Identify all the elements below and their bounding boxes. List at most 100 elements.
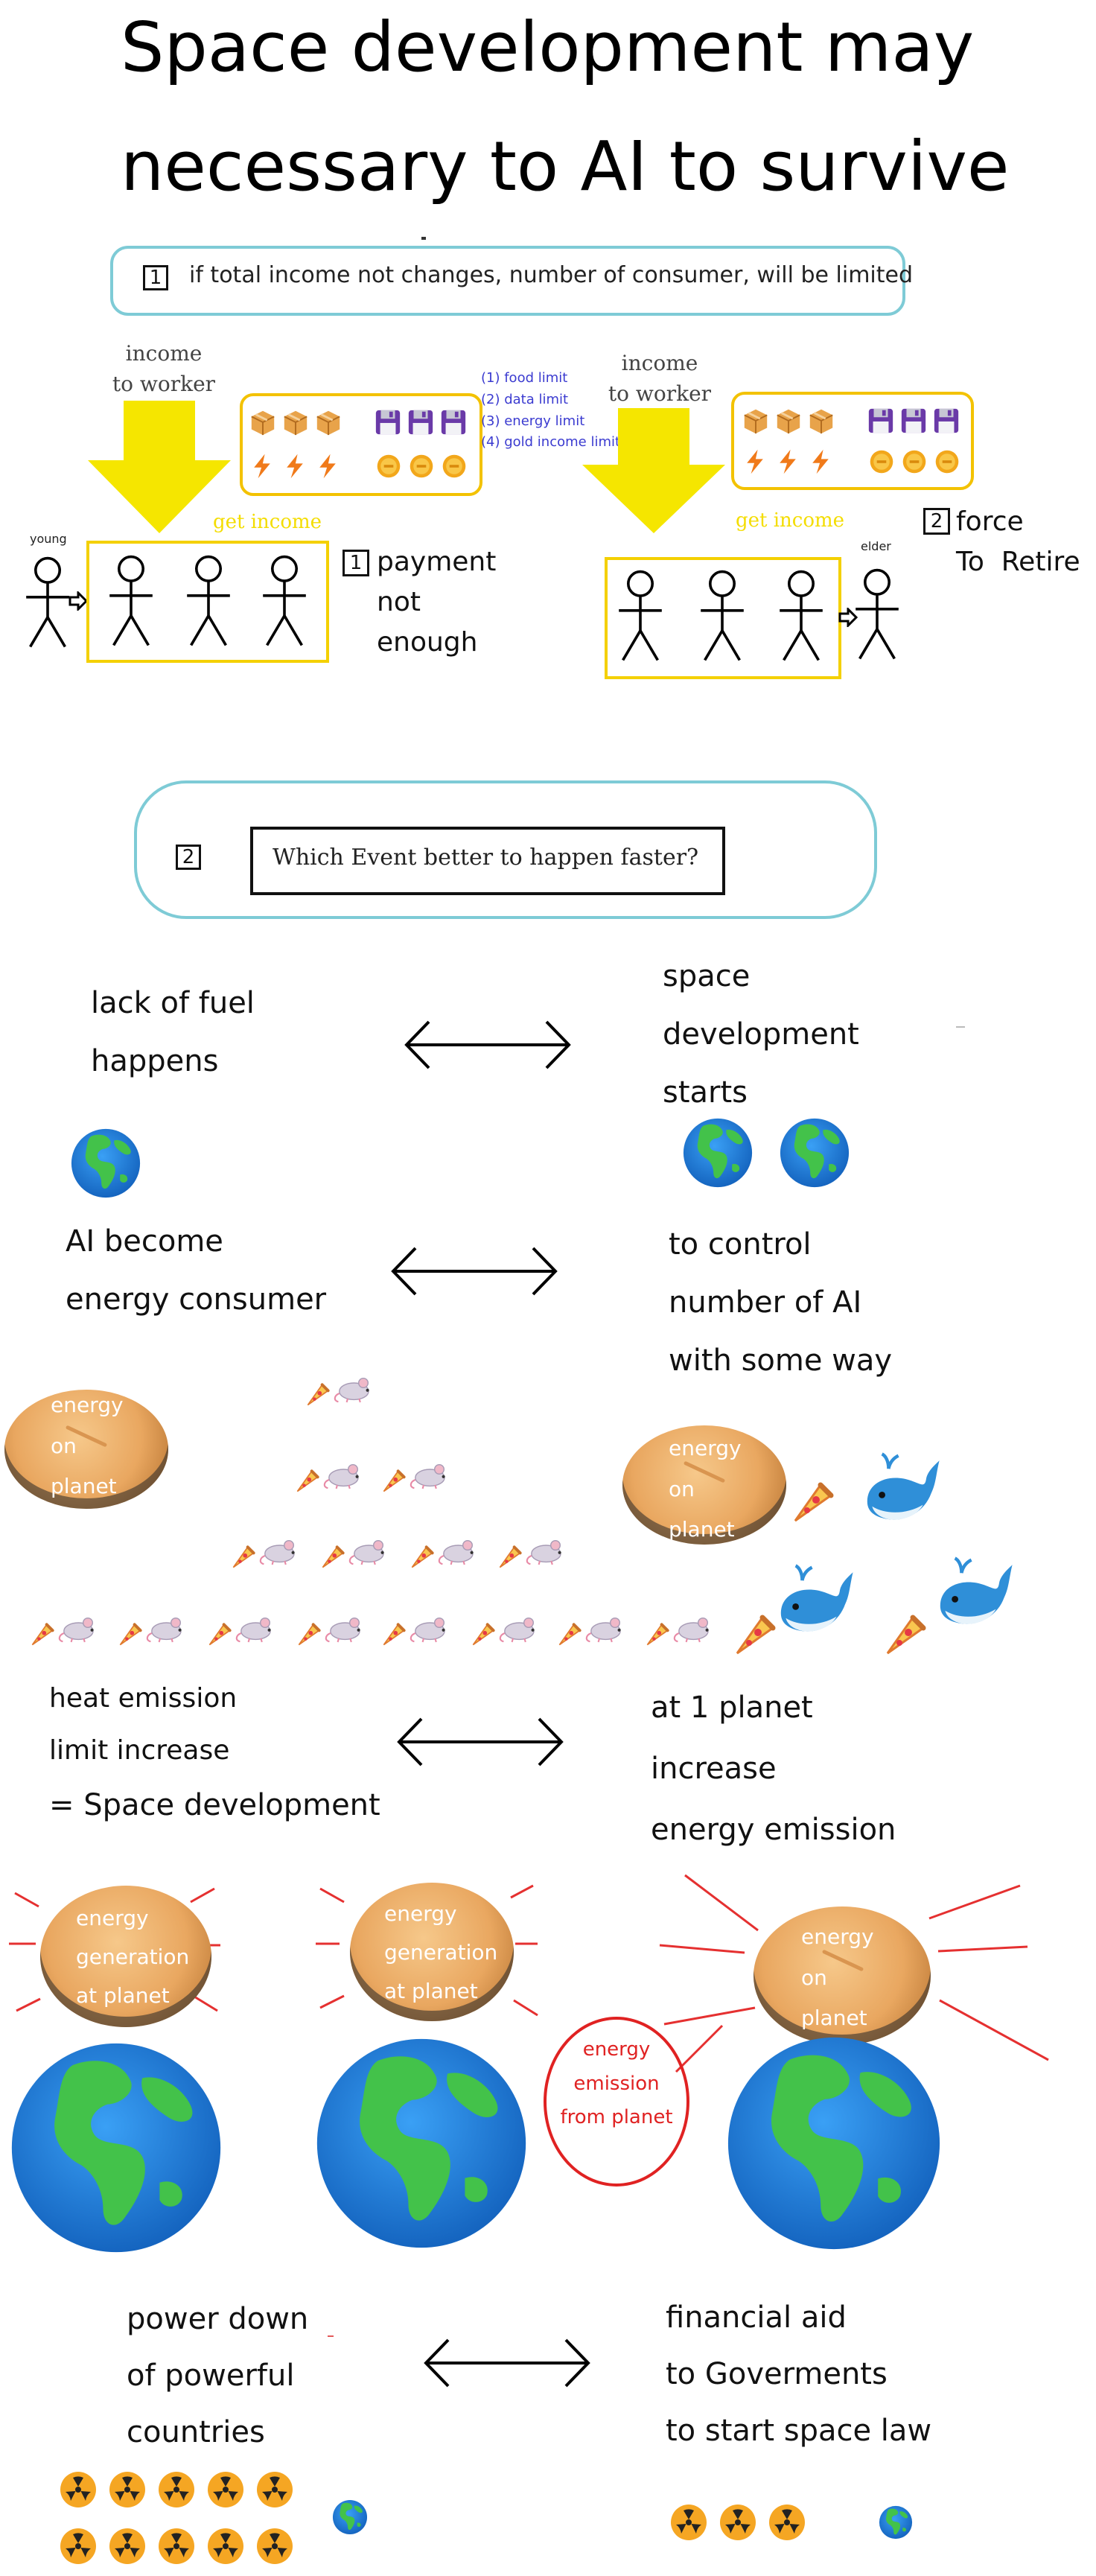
earth-globe-icon	[70, 1128, 141, 1199]
pair3-right-line2: increase	[651, 1752, 777, 1786]
retire-line1: force	[956, 506, 1024, 537]
mouse-icon	[144, 1612, 186, 1644]
floppy-disk-icon	[439, 408, 468, 436]
package-icon	[249, 408, 277, 436]
pie-right-line3: planet	[669, 1517, 735, 1542]
pair1-left-line1: lack of fuel	[91, 986, 255, 1020]
emission-label: energy emission from planet	[547, 2033, 686, 2135]
pair2-left-line2: energy consumer	[66, 1282, 327, 1317]
pie-left-line2: on	[51, 1433, 77, 1458]
elder-label: elder	[861, 539, 891, 553]
package-icon	[314, 408, 342, 436]
pair3-right-line1: at 1 planet	[651, 1691, 813, 1725]
earth-globe-icon	[724, 2033, 944, 2254]
question-number: 2	[176, 845, 201, 870]
young-label: young	[30, 532, 67, 546]
radioactive-icon	[60, 2471, 97, 2508]
gen1-line2: generation	[76, 1944, 190, 1969]
income-left-line1: income	[125, 341, 203, 366]
mouse-icon	[332, 1372, 374, 1405]
payment-text: payment not enough	[377, 542, 496, 663]
lightning-icon	[742, 448, 768, 475]
radioactive-icon	[256, 2528, 293, 2565]
mouse-icon	[258, 1534, 299, 1567]
payment-line2: not	[377, 587, 421, 617]
pizza-icon	[118, 1622, 143, 1647]
package-icon	[742, 407, 770, 435]
earth-globe-icon	[779, 1117, 850, 1189]
payment-line3: enough	[377, 627, 478, 658]
pie-right-line2: on	[669, 1476, 695, 1501]
floppy-disk-icon	[932, 407, 960, 435]
payment-line1: payment	[377, 547, 497, 577]
pie-label-left: energy on planet	[51, 1385, 124, 1507]
pair1-left: lack of fuel happens	[91, 974, 255, 1090]
limit-food: (1) food limit	[481, 370, 568, 386]
yellow-down-arrow-icon	[582, 408, 725, 533]
gold-coin-icon	[375, 453, 402, 480]
gen1-line1: energy	[76, 1906, 149, 1930]
premise-text: if total income not changes, number of c…	[189, 262, 914, 288]
radioactive-icon	[207, 2528, 244, 2565]
gold-coin-icon	[934, 448, 960, 475]
pie-icon	[4, 1390, 168, 1509]
generation-label-2: energy generation at planet	[384, 1895, 497, 2010]
limit-energy: (3) energy limit	[481, 413, 585, 429]
pair4-right: financial aid to Goverments to start spa…	[666, 2289, 931, 2459]
earth-globe-icon	[313, 2035, 530, 2252]
pizza-icon	[305, 1382, 331, 1408]
mouse-icon	[672, 1612, 713, 1644]
pizza-icon	[497, 1545, 523, 1570]
pie-right-line1: energy	[669, 1436, 742, 1460]
pie-left-line1: energy	[51, 1393, 124, 1417]
worker-person	[104, 553, 158, 649]
radioactive-icon	[768, 2504, 806, 2541]
yellow-down-arrow-icon	[88, 401, 231, 533]
pizza-icon	[320, 1545, 345, 1570]
package-icon	[807, 407, 835, 435]
retire-line2: To Retire	[956, 547, 1080, 577]
pair4-left-line2: of powerful	[127, 2359, 295, 2393]
gen3-line3: planet	[801, 2006, 867, 2031]
pair2-left: AI become energy consumer	[66, 1212, 326, 1329]
pizza-icon	[883, 1613, 928, 1658]
double-arrow-icon	[424, 2338, 590, 2388]
pair2-right: to control number of AI with some way	[669, 1215, 892, 1390]
pair2-left-line1: AI become	[66, 1224, 223, 1259]
gen3-line1: energy	[801, 1924, 874, 1949]
limit-data: (2) data limit	[481, 391, 569, 407]
pizza-icon	[295, 1469, 320, 1494]
income-label-left: income to worker	[112, 339, 216, 399]
radiation-lines	[9, 1874, 1049, 2073]
pair2-right-line3: with some way	[669, 1343, 893, 1378]
pair3-right-line3: energy emission	[651, 1813, 896, 1847]
emission-line3: from planet	[560, 2106, 673, 2128]
gen3-line2: on	[801, 1965, 827, 1990]
income-label-right: income to worker	[608, 349, 712, 409]
mouse-icon	[347, 1534, 389, 1567]
radioactive-icon	[109, 2471, 146, 2508]
pizza-icon	[471, 1622, 496, 1647]
pair3-left-line2: limit increase	[49, 1735, 230, 1766]
income-right-line1: income	[621, 351, 698, 375]
income-right-line2: to worker	[608, 381, 712, 406]
pair2-right-line2: number of AI	[669, 1285, 862, 1320]
dot-marker	[421, 237, 426, 240]
premise-number: 1	[143, 265, 168, 290]
page-title: Space development may	[121, 7, 975, 87]
generation-label-3: energy on planet	[801, 1917, 874, 2039]
pie-icon	[754, 1906, 931, 2045]
mouse-icon	[436, 1534, 478, 1567]
question-frame	[250, 827, 725, 895]
pair2-right-line1: to control	[669, 1227, 812, 1262]
arrow-into-group-icon	[68, 591, 88, 611]
emission-line1: energy	[582, 2038, 651, 2061]
pair1-right-line2: development	[663, 1017, 859, 1052]
floppy-disk-icon	[867, 407, 895, 435]
dash-marker	[956, 1026, 965, 1028]
pizza-icon	[733, 1613, 777, 1658]
pie-icon	[350, 1883, 514, 2021]
income-left-line2: to worker	[112, 371, 216, 396]
pair4-left: power down of powerful countries	[127, 2291, 308, 2461]
lightning-icon	[281, 453, 308, 480]
